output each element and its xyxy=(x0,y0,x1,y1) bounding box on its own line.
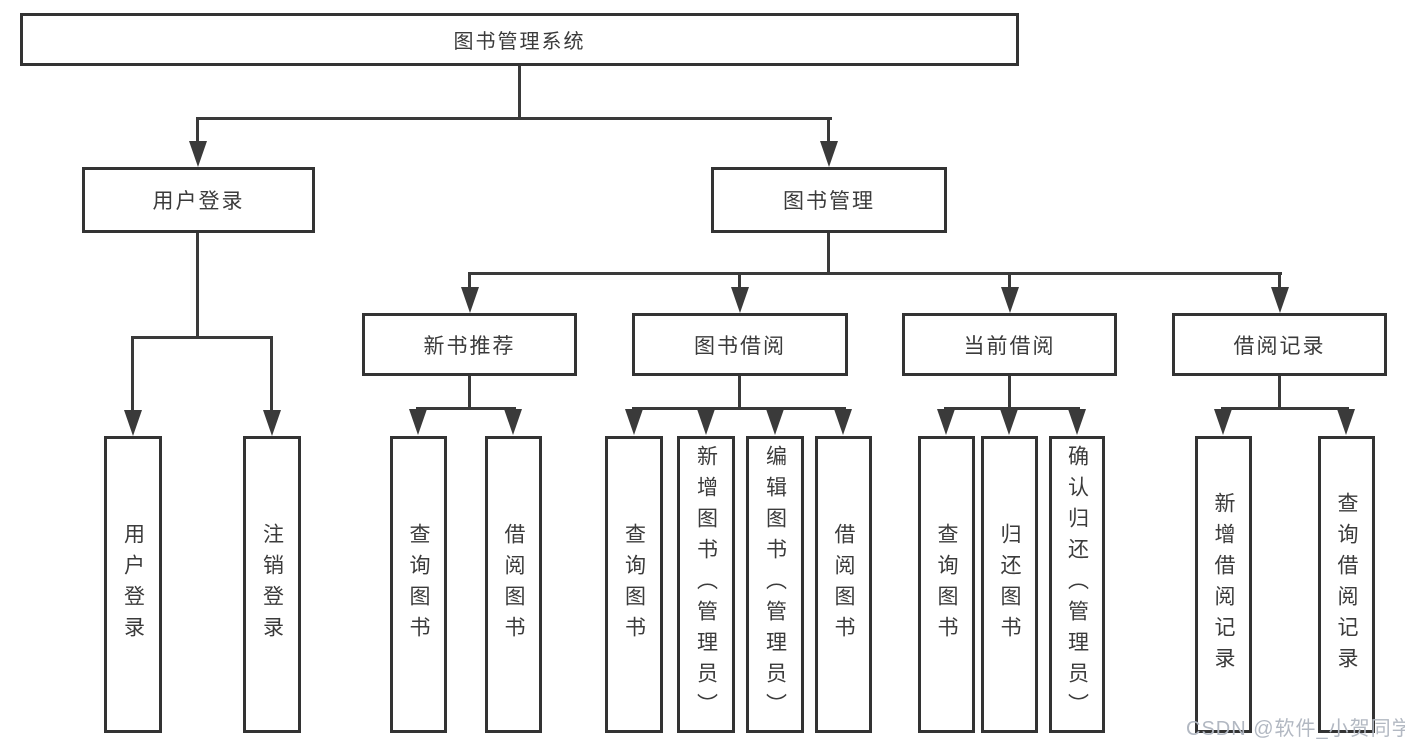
leaf-bb-query-books-label: 查询图书 xyxy=(622,522,646,647)
node-user-login: 用户登录 xyxy=(82,167,315,233)
leaf-nb-borrow-books-label: 借阅图书 xyxy=(502,522,525,647)
arrow-down-icon xyxy=(1001,287,1019,313)
connector-user-login-stem xyxy=(196,233,199,339)
leaf-nb-borrow-books: 借阅图书 xyxy=(485,436,542,733)
connector-drop-user-login xyxy=(196,117,199,144)
arrow-down-icon xyxy=(461,287,479,313)
connector-book-management-stem xyxy=(827,233,830,274)
connector-drop-leaf-user-login xyxy=(131,336,134,412)
connector-new-book-bar xyxy=(416,407,516,410)
connector-drop-leaf-logout xyxy=(270,336,273,412)
node-borrowing-records: 借阅记录 xyxy=(1172,313,1387,376)
leaf-cb-query-books: 查询图书 xyxy=(918,436,975,733)
leaf-bb-edit-books: 编辑图书（管理员） xyxy=(746,436,804,733)
leaf-bb-edit-books-label: 编辑图书（管理员） xyxy=(763,445,787,724)
arrow-down-icon xyxy=(834,409,852,435)
arrow-down-icon xyxy=(409,409,427,435)
connector-current-borrowing-stem xyxy=(1008,376,1011,409)
arrow-down-icon xyxy=(697,409,715,435)
connector-book-management-bar xyxy=(468,272,1282,275)
connector-current-borrowing-bar xyxy=(944,407,1080,410)
leaf-user-login-label: 用户登录 xyxy=(121,522,145,647)
connector-drop-new-book xyxy=(468,272,471,289)
leaf-bb-add-books-label: 新增图书（管理员） xyxy=(694,445,718,724)
node-new-book-recommend: 新书推荐 xyxy=(362,313,577,376)
leaf-cb-confirm-return: 确认归还（管理员） xyxy=(1049,436,1105,733)
connector-root-bar xyxy=(196,117,832,120)
connector-drop-book-borrowing xyxy=(738,272,741,289)
leaf-rec-query: 查询借阅记录 xyxy=(1318,436,1375,733)
leaf-user-login: 用户登录 xyxy=(104,436,162,733)
connector-drop-book-management xyxy=(827,117,830,144)
leaf-rec-add: 新增借阅记录 xyxy=(1195,436,1252,733)
arrow-down-icon xyxy=(124,410,142,436)
connector-root-stem xyxy=(518,66,521,118)
arrow-down-icon xyxy=(820,141,838,167)
leaf-bb-borrow-books-label: 借阅图书 xyxy=(832,522,855,647)
arrow-down-icon xyxy=(263,410,281,436)
leaf-bb-borrow-books: 借阅图书 xyxy=(815,436,872,733)
leaf-cb-query-books-label: 查询图书 xyxy=(935,522,958,647)
arrow-down-icon xyxy=(1271,287,1289,313)
leaf-bb-query-books: 查询图书 xyxy=(605,436,663,733)
leaf-nb-query-books-label: 查询图书 xyxy=(407,522,430,647)
connector-new-book-stem xyxy=(468,376,471,409)
arrow-down-icon xyxy=(1214,409,1232,435)
connector-borrowing-records-stem xyxy=(1278,376,1281,409)
leaf-bb-add-books: 新增图书（管理员） xyxy=(677,436,735,733)
node-book-borrowing: 图书借阅 xyxy=(632,313,848,376)
arrow-down-icon xyxy=(731,287,749,313)
connector-user-login-bar xyxy=(131,336,273,339)
leaf-cb-return-books-label: 归还图书 xyxy=(998,522,1021,647)
leaf-cb-return-books: 归还图书 xyxy=(981,436,1038,733)
arrow-down-icon xyxy=(1068,409,1086,435)
connector-drop-current-borrowing xyxy=(1008,272,1011,289)
connector-book-borrowing-stem xyxy=(738,376,741,409)
csdn-watermark: CSDN @软件_小贺同学 xyxy=(1186,718,1405,740)
connector-drop-borrowing-records xyxy=(1278,272,1281,289)
leaf-nb-query-books: 查询图书 xyxy=(390,436,447,733)
arrow-down-icon xyxy=(504,409,522,435)
leaf-rec-query-label: 查询借阅记录 xyxy=(1335,491,1358,678)
leaf-logout: 注销登录 xyxy=(243,436,301,733)
leaf-logout-label: 注销登录 xyxy=(260,522,284,647)
leaf-rec-add-label: 新增借阅记录 xyxy=(1212,491,1235,678)
arrow-down-icon xyxy=(1337,409,1355,435)
arrow-down-icon xyxy=(1000,409,1018,435)
arrow-down-icon xyxy=(766,409,784,435)
node-book-management-system: 图书管理系统 xyxy=(20,13,1019,66)
leaf-cb-confirm-return-label: 确认归还（管理员） xyxy=(1065,445,1089,724)
arrow-down-icon xyxy=(937,409,955,435)
node-book-management: 图书管理 xyxy=(711,167,947,233)
arrow-down-icon xyxy=(625,409,643,435)
node-current-borrowing: 当前借阅 xyxy=(902,313,1117,376)
connector-borrowing-records-bar xyxy=(1221,407,1349,410)
arrow-down-icon xyxy=(189,141,207,167)
connector-book-borrowing-bar xyxy=(632,407,846,410)
